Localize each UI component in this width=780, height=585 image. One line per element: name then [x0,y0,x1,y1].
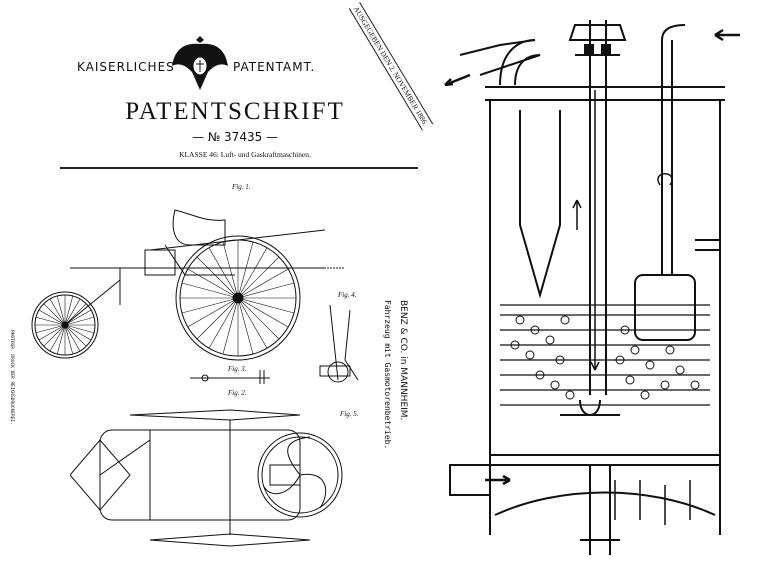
fig-4-label: Fig. 4. [338,291,357,299]
wheel-spoke [196,256,239,299]
wheel-spoke [237,297,295,314]
wheel-spoke [43,324,66,347]
wheel-spoke [64,316,95,326]
wheel-spoke [237,241,254,299]
wheel-spoke [237,297,289,328]
wheel-spoke [64,309,92,326]
wheel-spoke [38,324,66,341]
wheel-spoke [237,256,280,299]
wheel-spoke [35,324,66,334]
wheel-spoke [64,295,74,326]
wheel-spoke [181,297,239,314]
wheel-spoke [237,268,289,299]
wheel-spoke [64,324,81,352]
wheel-spoke [64,298,81,326]
wheel-spoke [35,316,66,326]
divider [60,167,418,169]
imperial-eagle-emblem [172,36,228,90]
office-right: PATENTAMT. [233,60,316,74]
subject: Fahrzeug mit Gasmotorenbetrieb. [383,300,392,450]
wheel-spoke [237,297,268,349]
wheel-spoke [237,282,295,299]
wheel-spoke [196,297,239,340]
wheel-spoke [56,324,66,355]
fig-5-label: Fig. 5. [340,410,359,418]
wheel-spoke [222,241,239,299]
wheel-spoke [187,297,239,328]
wheel-spoke [49,298,66,326]
wheel-spoke [43,303,66,326]
wheel-spoke [64,324,87,347]
wheel-spoke [49,324,66,352]
office-left: KAISERLICHES [77,60,175,74]
wheel-spoke [237,297,280,340]
fig-1-label: Fig. 1. [232,183,251,191]
wheel-spoke [56,295,66,326]
printer-note: PHOTOGR. DRUCK DER REICHSDRUCKEREI. [9,330,14,425]
fig-2-plan-view-drawing [70,409,343,547]
wheel-spoke [222,297,239,355]
fig-3-label: Fig. 3. [228,365,247,373]
fig-3-4-drawing [190,304,359,384]
fig-1-side-view-drawing [31,209,345,361]
wheel-spoke [64,324,92,341]
applicant: BENZ & CO. in MANNHEIM. [398,300,408,421]
wheel-spoke [64,324,74,355]
fig-2-label: Fig. 2. [228,389,247,397]
patent-number: — № 37435 — [191,130,279,144]
wheel-spoke [208,247,239,299]
wheel-spoke [237,247,268,299]
wheel-spoke [181,282,239,299]
wheel-spoke [64,324,95,334]
wheel-spoke [208,297,239,349]
patent-class: KLASSE 46: Luft- und Gaskraftmaschinen. [179,150,311,159]
page-title: PATENTSCHRIFT [125,98,345,125]
wheel-spoke [38,309,66,326]
wheel-spoke [187,268,239,299]
wheel-spoke [237,297,254,355]
carburettor-section-drawing [444,20,740,555]
